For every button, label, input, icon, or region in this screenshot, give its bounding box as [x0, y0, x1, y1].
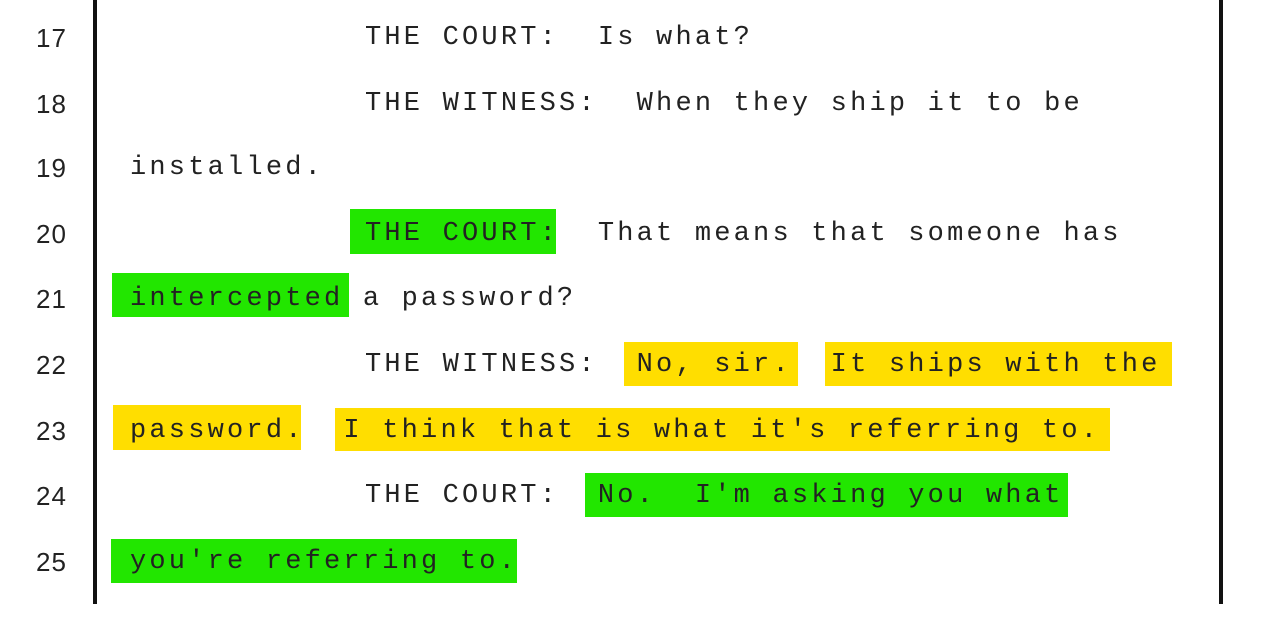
line-text: password. I think that is what it's refe…: [130, 416, 1101, 446]
line-text: THE WITNESS: No, sir. It ships with the: [365, 350, 1161, 380]
line-number: 21: [36, 284, 67, 314]
highlight-green-youre-referring: [111, 539, 517, 583]
transcript-line: 22 THE WITNESS: No, sir. It ships with t…: [0, 345, 1272, 385]
highlight-yellow-no-sir: [624, 342, 798, 386]
line-number: 22: [36, 350, 67, 380]
line-number: 20: [36, 219, 67, 249]
transcript-line: 20 THE COURT: That means that someone ha…: [0, 214, 1272, 254]
line-text: you're referring to.: [130, 547, 519, 577]
line-text: THE COURT: That means that someone has: [365, 219, 1122, 249]
transcript-line: 18 THE WITNESS: When they ship it to be: [0, 84, 1272, 124]
transcript-line: 25 you're referring to.: [0, 542, 1272, 582]
highlight-green-the-court: [350, 209, 556, 254]
left-margin-rule: [93, 0, 97, 604]
line-text: THE COURT: No. I'm asking you what: [365, 481, 1064, 511]
line-number: 25: [36, 547, 67, 577]
highlight-yellow-i-think: [335, 408, 1110, 451]
highlight-green-no-im-asking: [585, 473, 1068, 517]
transcript-line: 17 THE COURT: Is what?: [0, 18, 1272, 58]
highlight-green-intercepted: [112, 273, 349, 317]
transcript-line: 24 THE COURT: No. I'm asking you what: [0, 476, 1272, 516]
transcript-line: 21 intercepted a password?: [0, 279, 1272, 319]
line-number: 18: [36, 89, 67, 119]
line-number: 17: [36, 23, 67, 53]
line-text: THE WITNESS: When they ship it to be: [365, 89, 1083, 119]
line-number: 23: [36, 416, 67, 446]
line-text: installed.: [130, 153, 325, 183]
transcript-line: 23 password. I think that is what it's r…: [0, 411, 1272, 451]
line-number: 19: [36, 153, 67, 183]
line-number: 24: [36, 481, 67, 511]
line-text: THE COURT: Is what?: [365, 23, 754, 53]
line-text: intercepted a password?: [130, 284, 577, 314]
highlight-yellow-password: [113, 405, 301, 450]
transcript-line: 19 installed.: [0, 148, 1272, 188]
highlight-yellow-it-ships: [825, 342, 1172, 386]
right-margin-rule: [1219, 0, 1223, 604]
